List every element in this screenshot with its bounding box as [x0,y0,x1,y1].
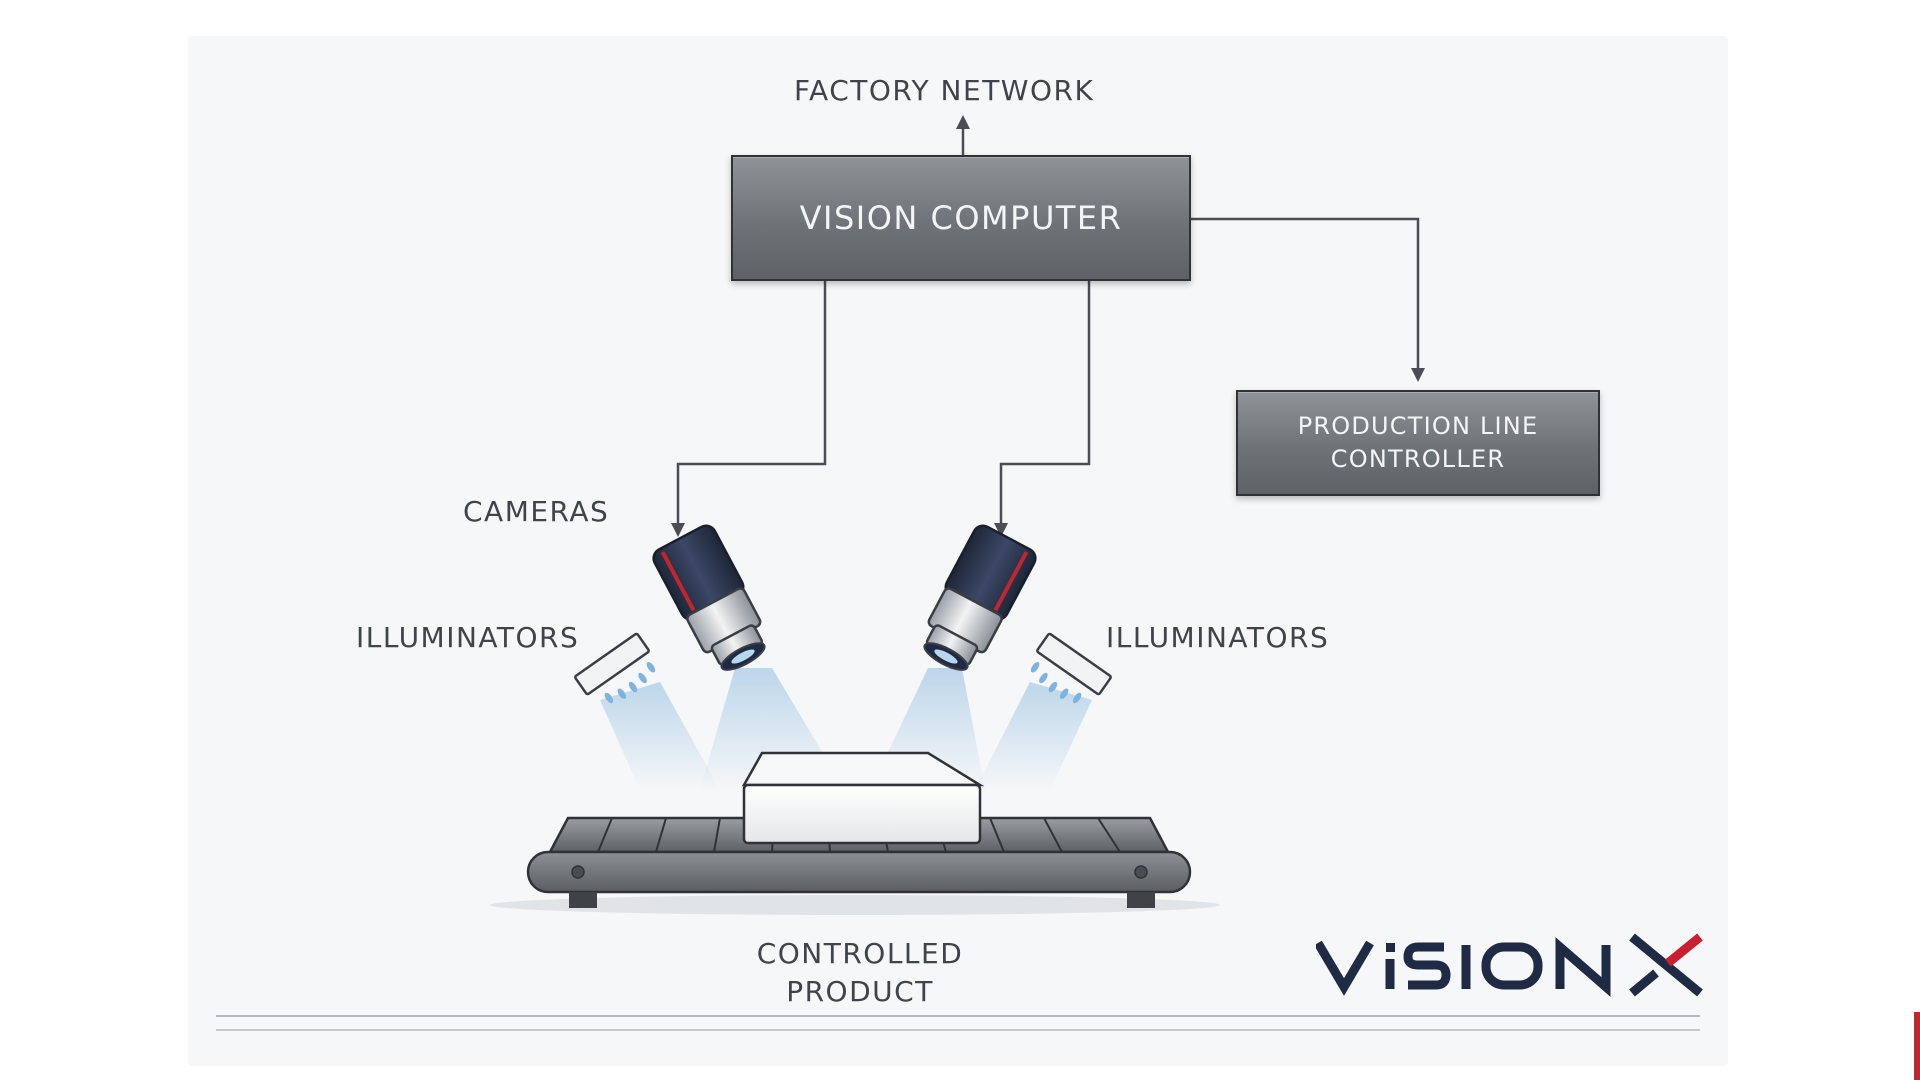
controlled-product-line-1: CONTROLLED [756,937,964,970]
right-illuminator-icon [1030,632,1112,704]
factory-network-label: FACTORY NETWORK [794,74,1095,107]
illuminators-right-label: ILLUMINATORS [1106,621,1330,654]
controlled-product-label: CONTROLLED PRODUCT [700,935,1020,1011]
connector-to-controller [1191,217,1425,382]
vision-computer-box: VISION COMPUTER [731,155,1191,281]
cameras-label: CAMERAS [463,495,610,528]
left-camera-icon [652,524,766,671]
edge-accent-bar [1914,1012,1920,1080]
connector-to-left-camera [671,281,827,537]
vision-x-logo [1316,933,1703,997]
connector-to-right-camera [994,281,1091,537]
product-box-icon [741,751,985,845]
left-illuminator-icon [574,632,656,704]
controller-label-line-2: CONTROLLER [1330,445,1506,473]
vision-computer-label: VISION COMPUTER [799,199,1123,237]
controlled-product-line-2: PRODUCT [786,975,934,1008]
production-line-controller-box: PRODUCTION LINE CONTROLLER [1236,390,1600,496]
controller-label-line-1: PRODUCTION LINE [1297,412,1539,440]
right-camera-icon [923,524,1037,671]
illuminators-left-label: ILLUMINATORS [356,621,580,654]
